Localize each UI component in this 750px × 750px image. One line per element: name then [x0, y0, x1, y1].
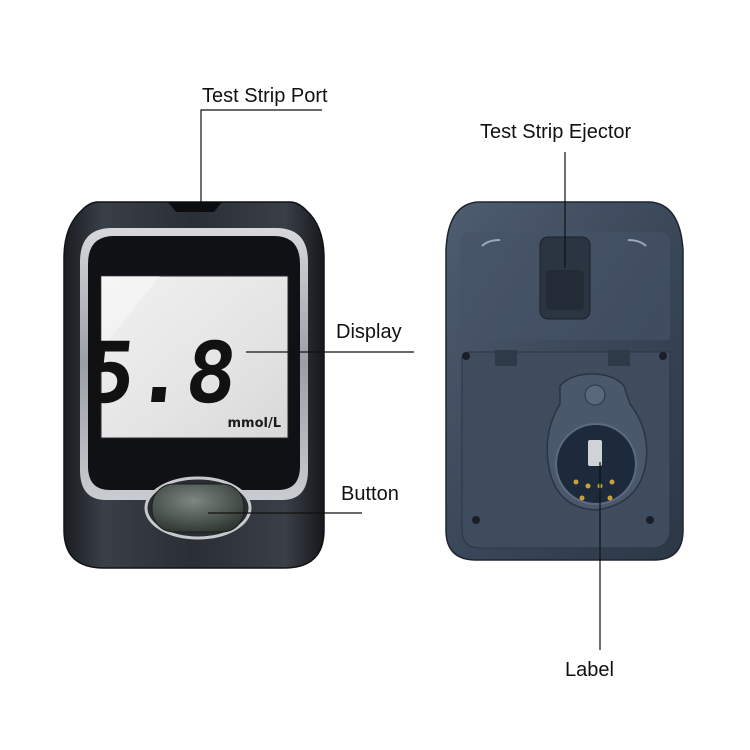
battery-contact [588, 440, 602, 466]
screw-icon [646, 516, 654, 524]
screw-icon [472, 516, 480, 524]
callout-test-strip-port: Test Strip Port [202, 85, 328, 107]
callout-display: Display [336, 321, 402, 343]
ejector-ridge [546, 270, 584, 310]
contact-pin [579, 495, 585, 501]
back-slot-right [627, 239, 647, 247]
callout-label: Label [565, 659, 614, 681]
meter-back [445, 201, 684, 561]
contact-pin [585, 483, 591, 489]
battery-tab-left [495, 350, 517, 366]
leader-test-strip-port [200, 109, 322, 202]
battery-latch [584, 384, 606, 406]
glucose-unit: mmol/L [227, 416, 281, 431]
contact-pin [573, 479, 579, 485]
screw-icon [659, 352, 667, 360]
meter-front: 5.8 mmol/L [63, 201, 325, 569]
test-strip-port-slot [168, 202, 222, 212]
glucose-reading: 5.8 [80, 324, 242, 422]
battery-tab-right [608, 350, 630, 366]
lcd-screen [100, 275, 289, 439]
callout-lines [200, 109, 601, 650]
back-slot-left [481, 239, 501, 247]
callout-test-strip-ejector: Test Strip Ejector [480, 121, 632, 143]
lcd-glare [101, 276, 160, 350]
contact-pin [609, 479, 615, 485]
callout-button: Button [341, 483, 399, 505]
contact-pin [607, 495, 613, 501]
screw-icon [462, 352, 470, 360]
meter-button[interactable] [151, 483, 245, 533]
